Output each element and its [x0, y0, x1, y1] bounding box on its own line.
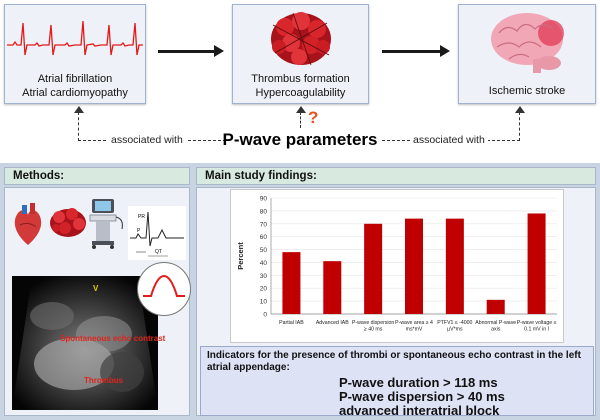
ecg-strip-illustration [7, 20, 143, 56]
chart-bar [445, 218, 464, 314]
associated-with-right: associated with [410, 134, 488, 146]
arrowhead-up-right [515, 106, 525, 113]
ecg-wave-diagram: PR P QT [128, 206, 186, 260]
chart-y-axis-label: Percent [236, 242, 245, 270]
indicator-2: P-wave dispersion > 40 ms [339, 389, 505, 404]
ecg-label-qt: QT [155, 249, 162, 255]
thrombus-label: Thrombus [84, 376, 124, 385]
dashed-link-center [300, 112, 301, 128]
stroke-label: Ischemic stroke [488, 85, 566, 97]
chart-bar [405, 218, 423, 314]
af-label-2: Atrial cardiomyopathy [22, 87, 128, 99]
chart-x-tick-label: P-wave voltage ≤0.1 mV in I [517, 320, 557, 333]
chart-y-tick-label: 0 [263, 312, 267, 319]
thrombus-label-1: Thrombus formation [251, 73, 350, 85]
brain-illustration [491, 13, 564, 73]
chart-y-tick-label: 10 [260, 299, 268, 306]
chart-y-tick-label: 20 [260, 286, 268, 293]
ecg-label-pr: PR [138, 214, 145, 220]
chart-bar [364, 223, 383, 314]
chart-bar [323, 261, 342, 314]
chart-y-tick-label: 80 [260, 208, 268, 215]
indicators-box: Indicators for the presence of thrombi o… [200, 346, 594, 418]
chart-y-tick-label: 30 [260, 273, 268, 280]
indicators-title: Indicators for the presence of thrombi o… [207, 350, 581, 373]
ultrasound-machine-icon [89, 199, 123, 249]
chart-y-tick-label: 70 [260, 221, 268, 228]
blood-clot-icon [50, 208, 86, 237]
indicator-3: advanced interatrial block [339, 403, 500, 418]
findings-heading: Main study findings: [196, 167, 596, 185]
spontaneous-echo-contrast-label: Spontaneous echo contrast [60, 334, 166, 343]
arrowhead-up-left [74, 106, 84, 113]
arrow-thrombus-to-stroke [382, 45, 450, 57]
associated-with-left: associated with [108, 134, 186, 146]
chart-y-tick-label: 60 [260, 234, 268, 241]
echocardiogram-image [12, 276, 158, 410]
arrowhead-up-center [296, 106, 306, 113]
blood-clot-illustration [271, 12, 331, 66]
arrow-af-to-thrombus [158, 45, 224, 57]
indicator-1: P-wave duration > 118 ms [339, 375, 498, 390]
chart-x-tick-label: P-wave dispersion≥ 40 ms [352, 320, 394, 333]
chart-y-tick-label: 40 [260, 260, 268, 267]
p-wave-parameters-title: P-wave parameters [222, 130, 378, 149]
chart-bar [282, 252, 301, 314]
heart-icon [14, 203, 42, 245]
chart-y-tick-label: 90 [260, 196, 268, 203]
chart-x-tick-label: Advanced IAB [316, 320, 349, 326]
ecg-label-p: P [137, 228, 141, 234]
card-ischemic-stroke: Ischemic stroke [458, 4, 596, 104]
question-mark-icon: ? [308, 108, 319, 127]
p-wave-magnifier [137, 262, 191, 316]
chart-x-tick-label: Partial IAB [279, 320, 304, 326]
af-label-1: Atrial fibrillation [37, 73, 113, 85]
methods-heading: Methods: [4, 167, 190, 185]
chart-bar [527, 213, 546, 314]
echo-marker-v: V [93, 284, 99, 293]
chart-bar [486, 299, 505, 314]
card-atrial-fibrillation: Atrial fibrillation Atrial cardiomyopath… [4, 4, 146, 104]
thrombus-label-2: Hypercoagulability [255, 87, 346, 99]
card-thrombus: Thrombus formation Hypercoagulability [232, 4, 369, 104]
chart-y-tick-label: 50 [260, 247, 268, 254]
